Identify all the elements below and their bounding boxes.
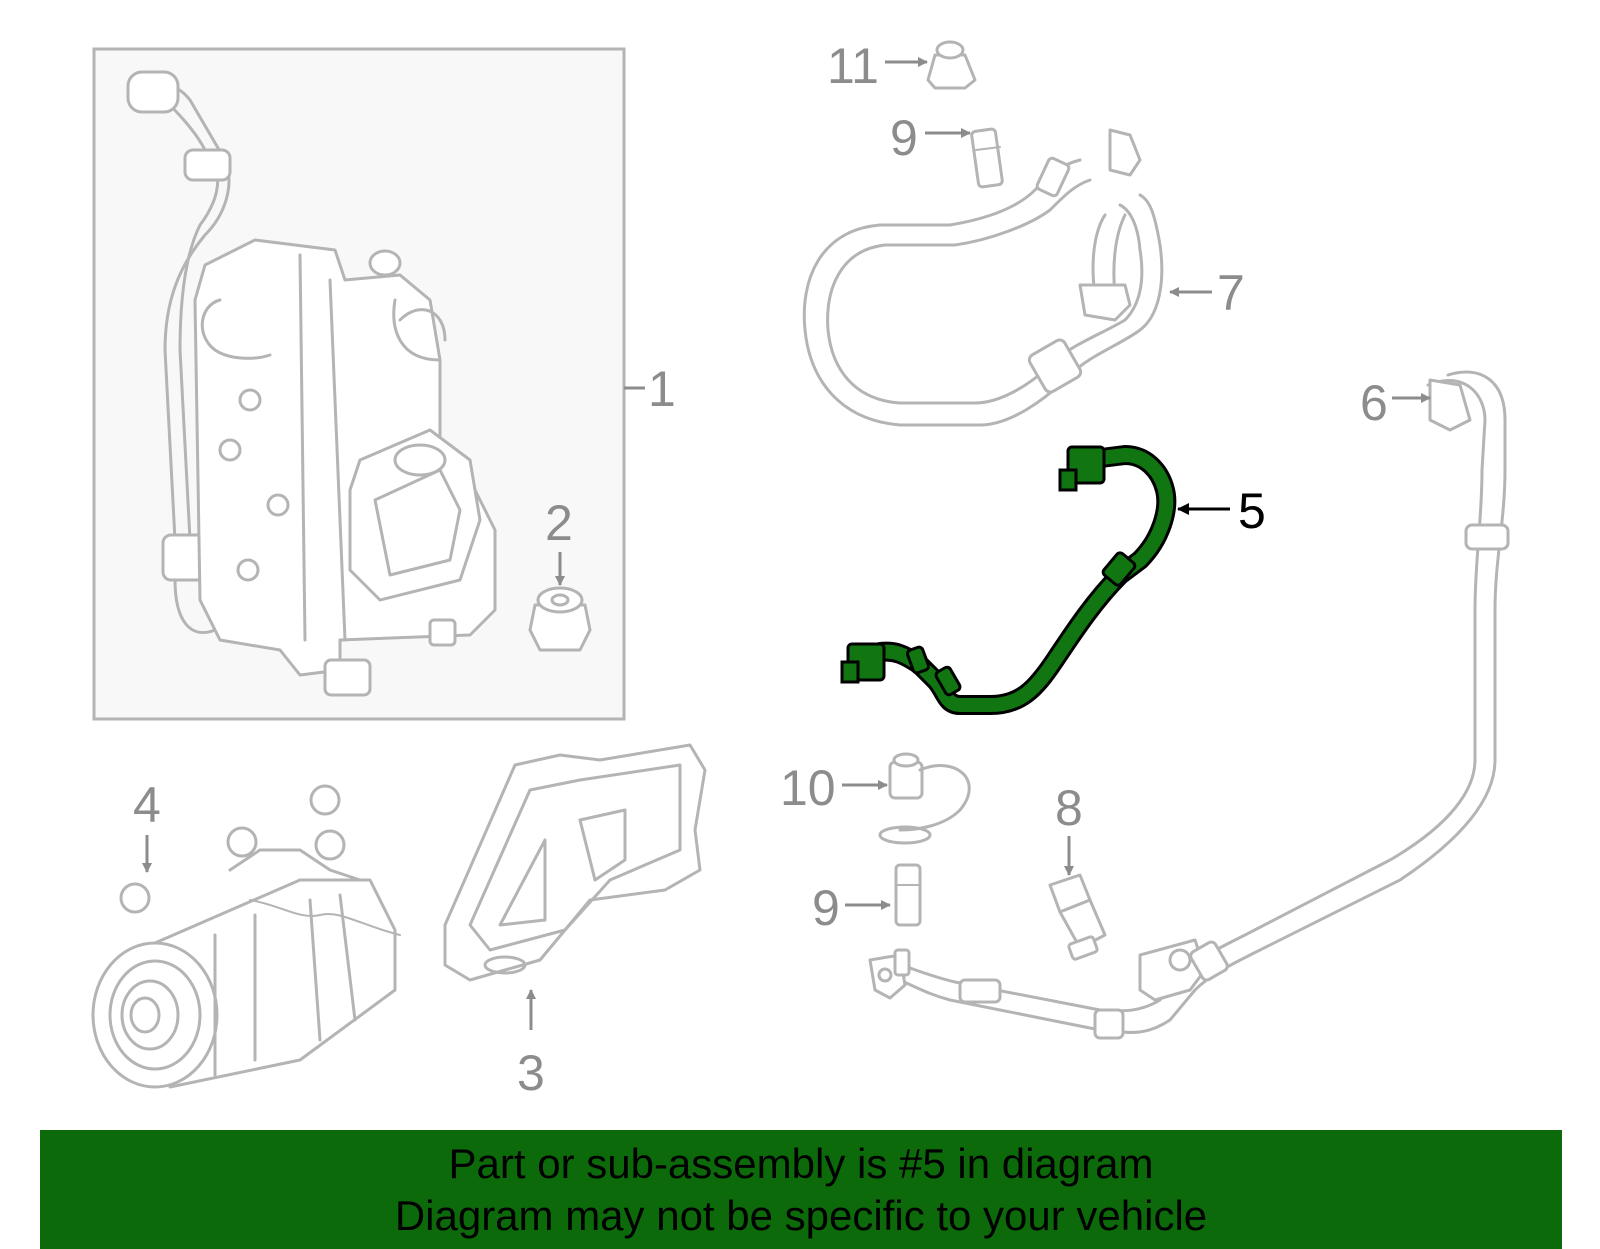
part-10-cap xyxy=(878,752,971,845)
info-banner: Part or sub-assembly is #5 in diagram Di… xyxy=(40,1130,1562,1249)
callout-4: 4 xyxy=(133,777,161,873)
callout-9a-label: 9 xyxy=(890,110,918,166)
callout-10: 10 xyxy=(780,760,888,816)
callout-3: 3 xyxy=(517,989,545,1101)
banner-line-1: Part or sub-assembly is #5 in diagram xyxy=(448,1140,1154,1187)
callout-2: 2 xyxy=(545,495,573,586)
callout-6-label: 6 xyxy=(1360,375,1388,431)
callout-10-label: 10 xyxy=(780,760,836,816)
part-9b-fitting xyxy=(894,863,922,927)
callout-3-label: 3 xyxy=(517,1045,545,1101)
callout-9b: 9 xyxy=(812,880,891,936)
callout-9b-label: 9 xyxy=(812,880,840,936)
part-2-cap xyxy=(528,586,592,652)
callout-1-label: 1 xyxy=(648,361,676,417)
part-3-bracket xyxy=(443,743,707,982)
part-1-assembly xyxy=(92,47,626,721)
callout-8-label: 8 xyxy=(1055,780,1083,836)
callout-11-label: 11 xyxy=(827,38,879,94)
part-8-sensor xyxy=(1048,873,1107,961)
callout-7-label: 7 xyxy=(1217,265,1245,321)
part-4-compressor xyxy=(91,784,401,1089)
callout-2-label: 2 xyxy=(545,495,573,551)
callout-8: 8 xyxy=(1055,780,1083,876)
part-7-hose xyxy=(802,128,1164,427)
callout-6: 6 xyxy=(1360,375,1431,431)
banner-line-2: Diagram may not be specific to your vehi… xyxy=(394,1192,1208,1239)
part-5-hose-highlighted xyxy=(840,445,1177,715)
callout-7: 7 xyxy=(1169,265,1245,321)
callout-9a: 9 xyxy=(890,110,971,166)
callout-11: 11 xyxy=(827,38,928,94)
part-6-line xyxy=(868,370,1510,1040)
callout-4-label: 4 xyxy=(133,777,161,833)
part-9a-fitting xyxy=(970,127,1004,189)
callout-5-label: 5 xyxy=(1238,483,1266,539)
part-11-cap xyxy=(926,40,977,90)
callout-5[interactable]: 5 xyxy=(1177,483,1266,539)
callout-1: 1 xyxy=(624,361,676,417)
